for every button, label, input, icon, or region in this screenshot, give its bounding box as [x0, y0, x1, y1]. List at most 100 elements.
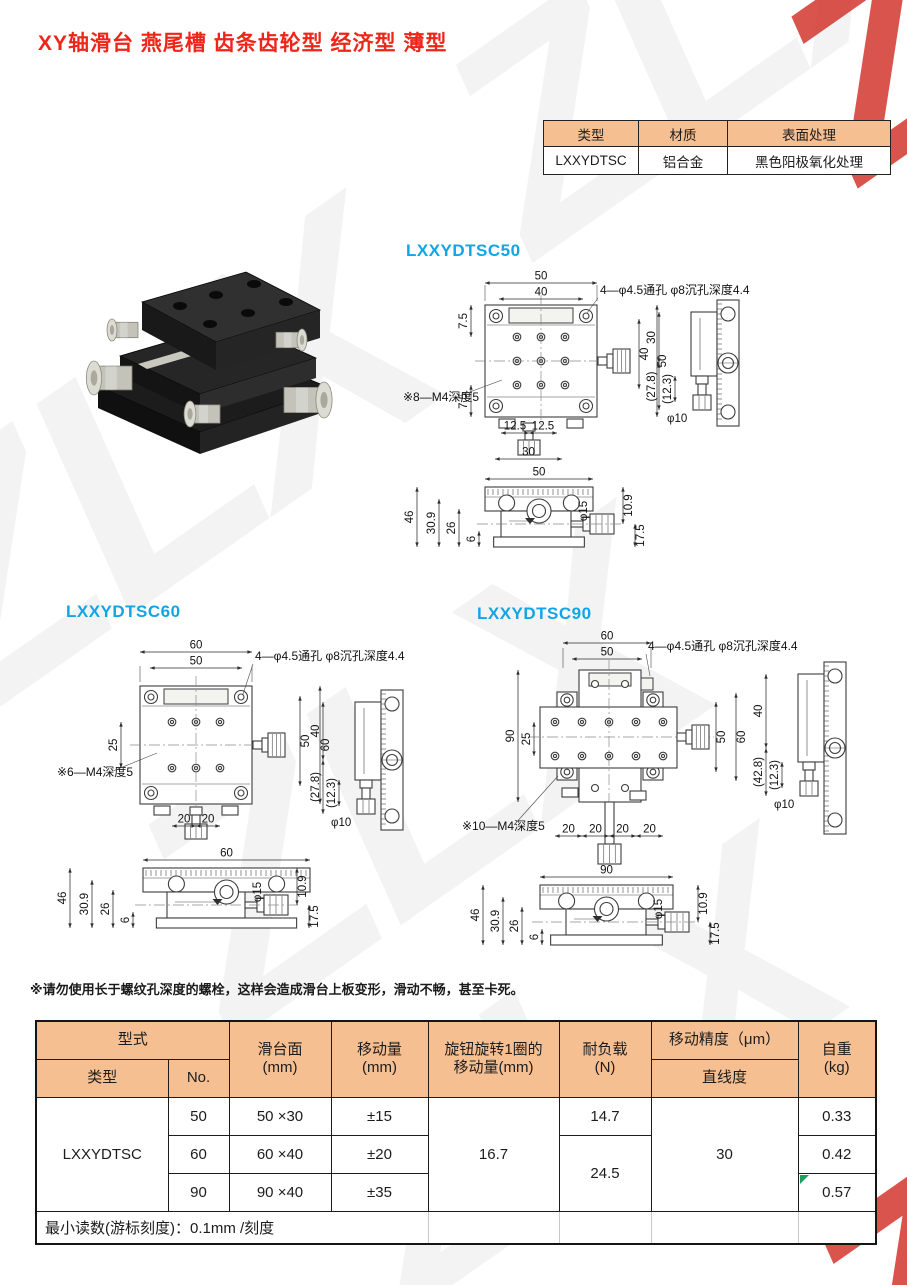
dim-right-outer: 50 — [657, 355, 669, 368]
dim-left-a: 7.5 — [458, 313, 470, 329]
col-header-material: 材质 — [638, 120, 728, 147]
dim-right-outer: 60 — [736, 731, 748, 744]
col-header-surface: 滑台面 (mm) — [228, 1020, 332, 1098]
cell-weight: 0.42 — [797, 1134, 877, 1174]
dim-side-knob: φ10 — [331, 817, 351, 829]
dim-front-h2: 30.9 — [490, 910, 502, 932]
cell-load-60-90: 24.5 — [558, 1134, 652, 1212]
hole-note: 4—φ4.5通孔 φ8沉孔深度4.4 — [255, 648, 405, 663]
hole-note: 4—φ4.5通孔 φ8沉孔深度4.4 — [648, 638, 798, 653]
dim-top-width: 50 — [535, 271, 548, 283]
col-header-model-group: 型式 — [35, 1020, 230, 1060]
cell-surface: 50 ×30 — [228, 1096, 332, 1136]
spec-row-60: 60 60 ×40 ±20 24.5 0.42 — [36, 1134, 877, 1212]
dim-front-h3: 26 — [100, 903, 112, 916]
dim-bottom-b: 20 — [589, 824, 602, 836]
cell-load-50: 14.7 — [558, 1096, 652, 1136]
cell-no: 60 — [167, 1134, 230, 1174]
dim-left-a: 25 — [521, 733, 533, 746]
col-header-per-turn: 旋钮旋转1圈的 移动量(mm) — [427, 1020, 560, 1098]
dim-front-width: 50 — [533, 467, 546, 479]
dim-front-r1: 10.9 — [698, 892, 710, 914]
dim-knob-dia: φ15 — [653, 899, 665, 919]
model-label-60: LXXYDTSC60 — [66, 602, 181, 621]
header-line: (kg) — [823, 1059, 850, 1077]
col-header-no: No. — [167, 1058, 230, 1098]
dim-bottom-c: 20 — [616, 824, 629, 836]
model-label-90: LXXYDTSC90 — [477, 604, 592, 623]
page-title: XY轴滑台 燕尾槽 齿条齿轮型 经济型 薄型 — [38, 32, 448, 55]
green-corner-mark — [799, 1174, 809, 1184]
spec-row-50: LXXYDTSC 50 50 ×30 ±15 16.7 14.7 30 0.33 — [35, 1096, 877, 1212]
dim-top-inner: 50 — [601, 647, 614, 659]
dim-bottom-a: 12.5 — [504, 421, 526, 433]
dim-front-width: 90 — [600, 865, 613, 877]
dim-front-h: 46 — [57, 892, 69, 905]
dim-knob-dia: φ15 — [252, 882, 264, 902]
dim-right-inner: 50 — [716, 731, 728, 744]
dim-front-r3: 17.5 — [710, 922, 722, 944]
spec-table: 型式 滑台面 (mm) 移动量 (mm) 旋钮旋转1圈的 移动量(mm) 耐负载… — [35, 1020, 877, 1245]
dim-front-h4: 6 — [466, 536, 478, 542]
header-line: (mm) — [362, 1059, 397, 1077]
dim-side-h3: (12.3) — [662, 374, 674, 404]
cell-no: 90 — [167, 1172, 230, 1212]
dim-side-h2: (27.8) — [310, 772, 322, 802]
dim-front-r3: 17.5 — [635, 524, 647, 546]
dim-front-width: 60 — [220, 848, 233, 860]
col-header-precision: 移动精度（μm） — [650, 1020, 799, 1060]
footer-empty-cell — [650, 1210, 799, 1245]
model-label-50: LXXYDTSC50 — [406, 241, 521, 260]
col-header-model: 类型 — [35, 1058, 169, 1098]
dim-front-h2: 30.9 — [426, 512, 438, 534]
cell-weight: 0.57 — [797, 1172, 877, 1212]
dim-bottom-a: 20 — [178, 814, 191, 826]
dim-right-inner: 40 — [639, 348, 651, 361]
cell-travel: ±35 — [330, 1172, 429, 1212]
dim-top-inner: 40 — [535, 287, 548, 299]
header-line: 自重 — [821, 1041, 852, 1059]
cell-type: LXXYDTSC — [543, 146, 639, 175]
dim-side-h2: (42.8) — [753, 757, 765, 787]
col-header-load: 耐负载 (N) — [558, 1020, 652, 1098]
dim-top-inner: 50 — [190, 656, 203, 668]
header-line: (N) — [594, 1059, 616, 1077]
dim-side-height: 30 — [646, 331, 658, 344]
dim-left-b: 7.5 — [458, 393, 470, 409]
cell-straightness: 30 — [650, 1096, 799, 1212]
footer-empty-cell — [558, 1210, 652, 1245]
header-line: 移动量 — [356, 1041, 402, 1059]
footer-empty-cell — [797, 1210, 877, 1245]
cell-surface: 60 ×40 — [228, 1134, 332, 1174]
dim-bottom-d: 20 — [643, 824, 656, 836]
spec-row-90: 90 90 ×40 ±35 0.57 — [36, 1172, 877, 1212]
hole-note: 4—φ4.5通孔 φ8沉孔深度4.4 — [600, 282, 750, 297]
dim-bottom-total: 30 — [522, 447, 535, 459]
cell-model-name: LXXYDTSC — [35, 1096, 169, 1212]
dim-side-h2: (27.8) — [646, 371, 658, 401]
tap-note: ※8—M4深度5 — [403, 389, 479, 404]
header-line: 滑台面 — [257, 1041, 303, 1059]
dim-left-outer: 90 — [505, 730, 517, 743]
dim-front-r1: 10.9 — [623, 494, 635, 516]
tap-note: ※10—M4深度5 — [462, 818, 545, 833]
dim-front-h3: 26 — [509, 920, 521, 933]
cell-material: 铝合金 — [638, 146, 728, 175]
dim-left-a: 25 — [108, 739, 120, 752]
col-header-finish: 表面处理 — [727, 120, 891, 147]
col-header-weight: 自重 (kg) — [797, 1020, 877, 1098]
footer-empty-cell — [427, 1210, 560, 1245]
dim-side-knob: φ10 — [667, 413, 687, 425]
dim-bottom-a: 20 — [562, 824, 575, 836]
min-reading-note: 最小读数(游标刻度)：0.1mm /刻度 — [35, 1210, 429, 1245]
tap-note: ※6—M4深度5 — [57, 764, 133, 779]
spec-footer-row: 最小读数(游标刻度)：0.1mm /刻度 — [35, 1210, 877, 1245]
dim-front-h3: 26 — [446, 522, 458, 535]
weight-value: 0.57 — [822, 1183, 852, 1201]
dim-front-h: 46 — [404, 511, 416, 524]
header-line: 移动量(mm) — [453, 1059, 534, 1077]
col-header-travel: 移动量 (mm) — [330, 1020, 429, 1098]
dim-front-r3: 17.5 — [309, 905, 321, 927]
material-table: 类型 材质 表面处理 LXXYDTSC 铝合金 黑色阳极氧化处理 — [543, 120, 891, 175]
